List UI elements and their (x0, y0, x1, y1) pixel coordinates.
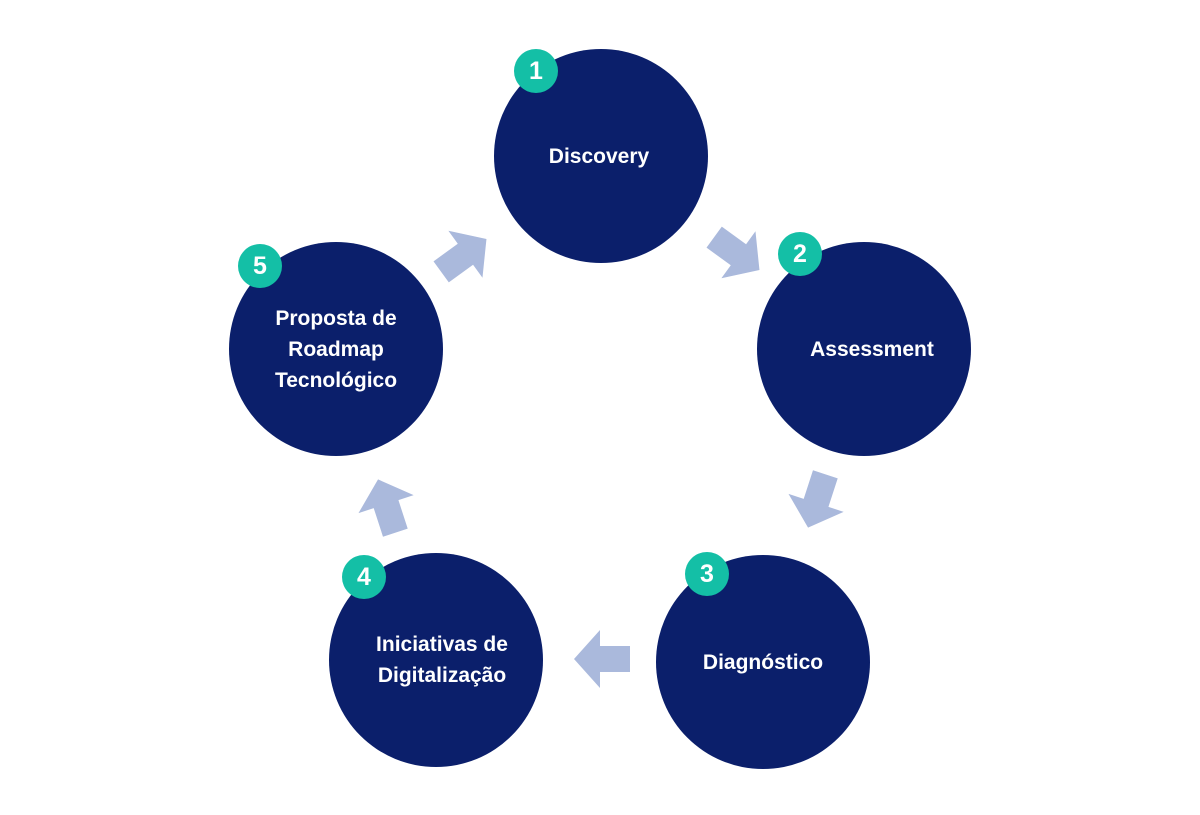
step-diagnostico: Diagnóstico (656, 555, 870, 769)
step-label: Assessment (810, 337, 934, 361)
step-number-badge: 1 (514, 49, 558, 93)
arrow-icon (687, 204, 785, 302)
arrow-icon (568, 624, 638, 694)
step-number-badge: 2 (778, 232, 822, 276)
arrow-icon (773, 456, 861, 544)
step-label: Discovery (548, 144, 650, 168)
step-label: Diagnóstico (702, 650, 824, 674)
arrow-icon (343, 463, 431, 551)
step-number-badge: 3 (685, 552, 729, 596)
arrow-icon (414, 207, 512, 305)
step-number-badge: 5 (238, 244, 282, 288)
step-assessment: Assessment (757, 242, 971, 456)
step-number-badge: 4 (342, 555, 386, 599)
step-label: Proposta de Roadmap Tecnológico (274, 306, 398, 392)
step-label: Iniciativas de Digitalização (376, 633, 508, 687)
